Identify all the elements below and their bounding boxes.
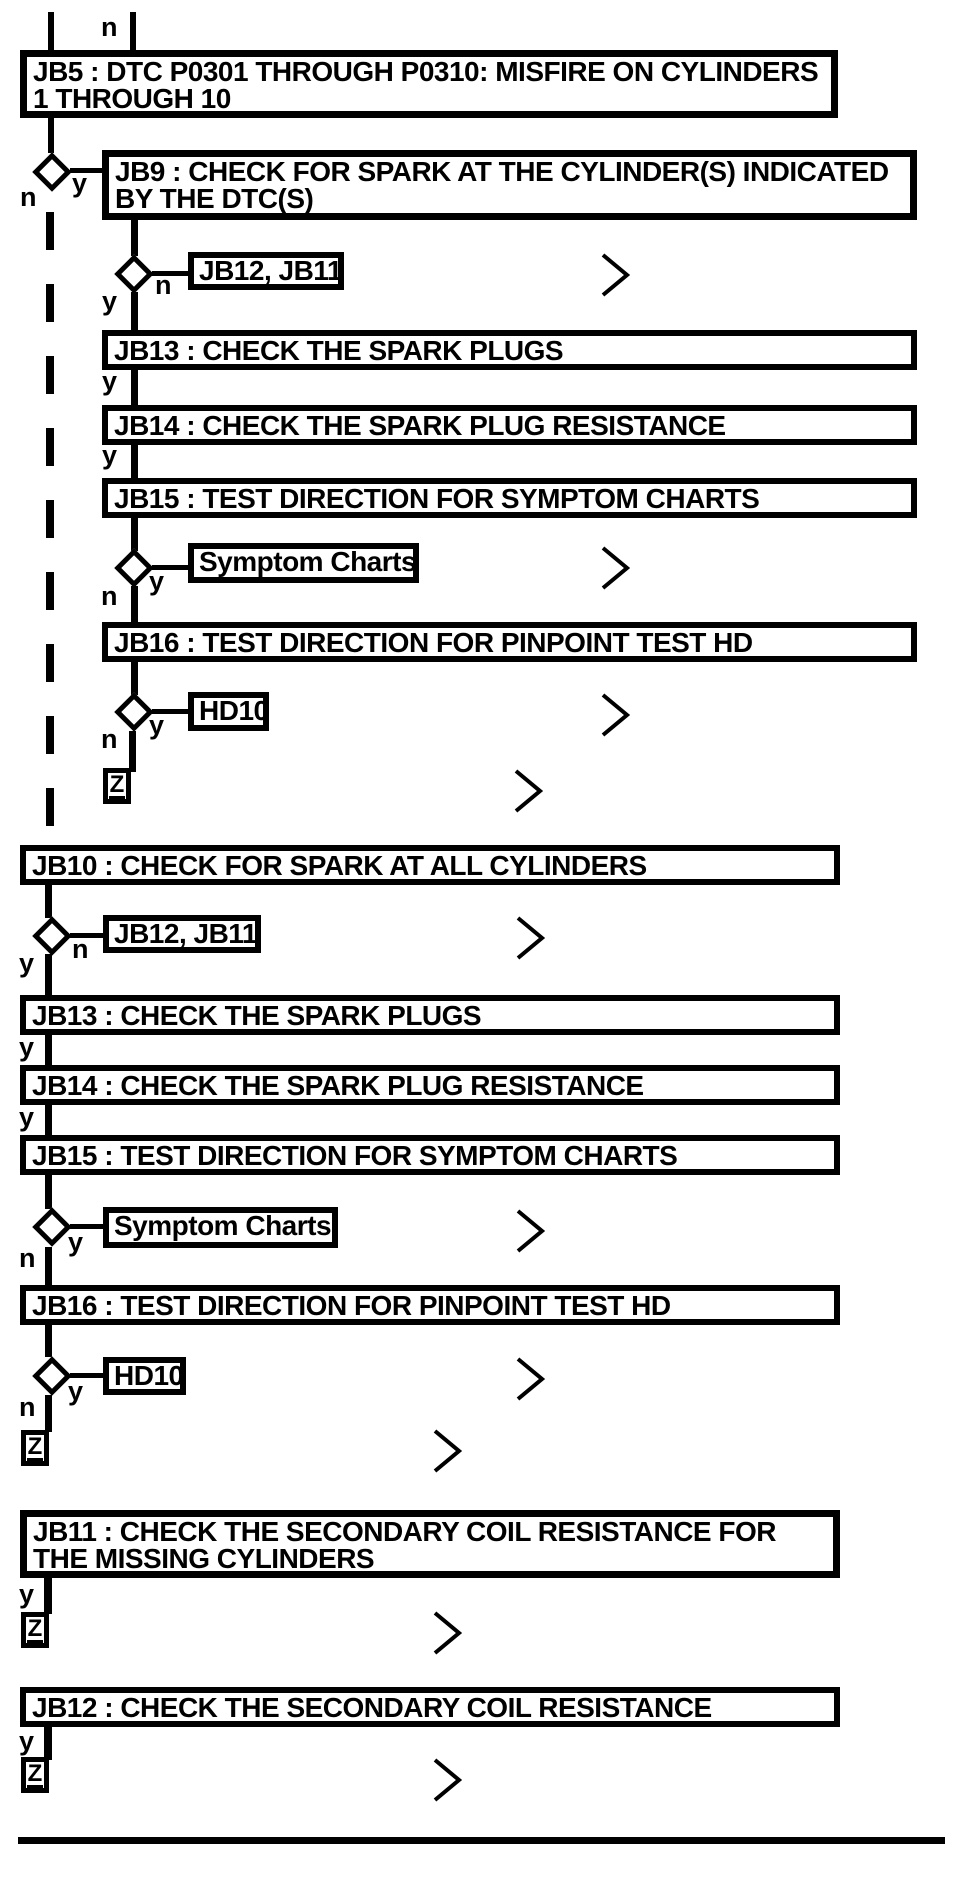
expand-chevron-icon[interactable] [432,1428,462,1474]
branch-label-no: n [101,724,118,754]
expand-chevron-icon[interactable] [515,915,545,961]
connector-jb16-decision-s2 [45,1325,52,1357]
connector-no-jb12-jb11-s1 [152,271,188,276]
expand-chevron-icon[interactable] [513,768,543,814]
connector-jb14-jb15-s2 [45,1105,52,1136]
branch-label-yes: y [102,286,118,316]
z-label: Z [108,771,126,800]
expand-chevron-icon[interactable] [432,1757,462,1803]
decision-diamond-hd10-s2 [32,1356,72,1396]
branch-label-no: n [155,270,172,300]
incoming-line-left [48,12,54,50]
node-jb9[interactable]: JB9 : CHECK FOR SPARK AT THE CYLINDER(S)… [102,150,917,220]
offpage-connector-z-s1[interactable]: Z [103,768,131,804]
node-jb10[interactable]: JB10 : CHECK FOR SPARK AT ALL CYLINDERS [20,845,840,885]
connector-jb9-decision [131,220,138,256]
branch-label-no: n [72,934,89,964]
link-jb12-jb11-s2[interactable]: JB12, JB11 [103,915,261,953]
connector-yes-symptom-s2 [70,1224,103,1229]
connector-jb15-decision-s2 [45,1175,52,1209]
expand-chevron-icon[interactable] [515,1208,545,1254]
incoming-branch-label: n [101,12,118,42]
node-jb13-s2[interactable]: JB13 : CHECK THE SPARK PLUGS [20,995,840,1035]
branch-label-yes: y [68,1227,84,1257]
expand-chevron-icon[interactable] [432,1610,462,1656]
node-jb14-s1[interactable]: JB14 : CHECK THE SPARK PLUG RESISTANCE [102,405,917,445]
branch-label-yes: y [149,710,165,740]
connector-jb5-decision [48,118,54,153]
link-jb12-jb11-s1[interactable]: JB12, JB11 [188,252,344,290]
branch-label-no: n [19,1392,36,1422]
node-jb16-s2[interactable]: JB16 : TEST DIRECTION FOR PINPOINT TEST … [20,1285,840,1325]
link-hd10-s1[interactable]: HD10 [188,692,269,731]
decision-diamond-jb5 [32,152,72,192]
expand-chevron-icon[interactable] [515,1356,545,1402]
connector-jb12-z [44,1727,52,1760]
node-jb12[interactable]: JB12 : CHECK THE SECONDARY COIL RESISTAN… [20,1687,840,1727]
branch-label-yes: y [19,1579,35,1609]
connector-jb11-z [44,1578,52,1614]
z-label: Z [26,1760,44,1789]
connector-no-jb10-dashed [46,212,54,845]
offpage-connector-z-jb11[interactable]: Z [21,1612,49,1648]
connector-yes-jb13-s2 [45,954,52,996]
node-jb13-s1[interactable]: JB13 : CHECK THE SPARK PLUGS [102,330,917,370]
branch-label-yes: y [68,1376,84,1406]
link-hd10-s2[interactable]: HD10 [103,1357,186,1395]
connector-yes-hd10-s1 [152,709,188,714]
offpage-connector-z-jb12[interactable]: Z [21,1757,49,1793]
connector-jb16-decision-s1 [131,662,138,695]
node-jb11[interactable]: JB11 : CHECK THE SECONDARY COIL RESISTAN… [20,1510,840,1578]
branch-label-yes: y [72,168,88,198]
node-jb15-s1[interactable]: JB15 : TEST DIRECTION FOR SYMPTOM CHARTS [102,478,917,518]
decision-diamond-spark-s2 [32,916,72,956]
connector-jb10-decision [45,885,52,918]
connector-yes-jb9 [70,168,102,173]
expand-chevron-icon[interactable] [600,252,630,298]
decision-diamond-hd10-s1 [114,692,154,732]
branch-label-no: n [20,182,37,212]
decision-diamond-symptom-s2 [32,1207,72,1247]
expand-chevron-icon[interactable] [600,545,630,591]
z-label: Z [26,1615,44,1644]
branch-label-no: n [101,581,118,611]
connector-yes-jb13-s1 [131,292,138,332]
connector-yes-hd10-s2 [70,1373,103,1378]
decision-diamond-symptom-s1 [114,548,154,588]
branch-label-no: n [19,1243,36,1273]
node-jb16-s1[interactable]: JB16 : TEST DIRECTION FOR PINPOINT TEST … [102,622,917,662]
z-label: Z [26,1433,44,1462]
link-symptom-charts-s2[interactable]: Symptom Charts [103,1207,338,1248]
incoming-line-right [130,12,136,50]
connector-no-jb16-s1 [131,586,138,623]
branch-label-yes: y [149,566,165,596]
branch-label-yes: y [19,1726,35,1756]
branch-label-yes: y [102,366,118,396]
node-jb5[interactable]: JB5 : DTC P0301 THROUGH P0310: MISFIRE O… [20,50,838,118]
connector-no-jb12-jb11-s2 [70,933,103,938]
link-symptom-charts-s1[interactable]: Symptom Charts [188,543,419,583]
connector-no-z-s1 [129,731,136,772]
connector-jb14-jb15-s1 [131,445,138,479]
branch-label-yes: y [19,1102,35,1132]
offpage-connector-z-s2[interactable]: Z [21,1430,49,1466]
expand-chevron-icon[interactable] [600,692,630,738]
connector-no-jb16-s2 [45,1247,52,1286]
connector-yes-symptom-s1 [152,565,188,570]
node-jb15-s2[interactable]: JB15 : TEST DIRECTION FOR SYMPTOM CHARTS [20,1135,840,1175]
branch-label-yes: y [102,440,118,470]
branch-label-yes: y [19,948,35,978]
node-jb14-s2[interactable]: JB14 : CHECK THE SPARK PLUG RESISTANCE [20,1065,840,1105]
branch-label-yes: y [19,1032,35,1062]
connector-no-z-s2 [45,1395,52,1432]
connector-jb13-jb14-s2 [45,1035,52,1066]
bottom-divider [18,1837,945,1844]
connector-jb13-jb14-s1 [131,370,138,406]
connector-jb15-decision-s1 [131,518,138,551]
decision-diamond-spark-s1 [114,254,154,294]
